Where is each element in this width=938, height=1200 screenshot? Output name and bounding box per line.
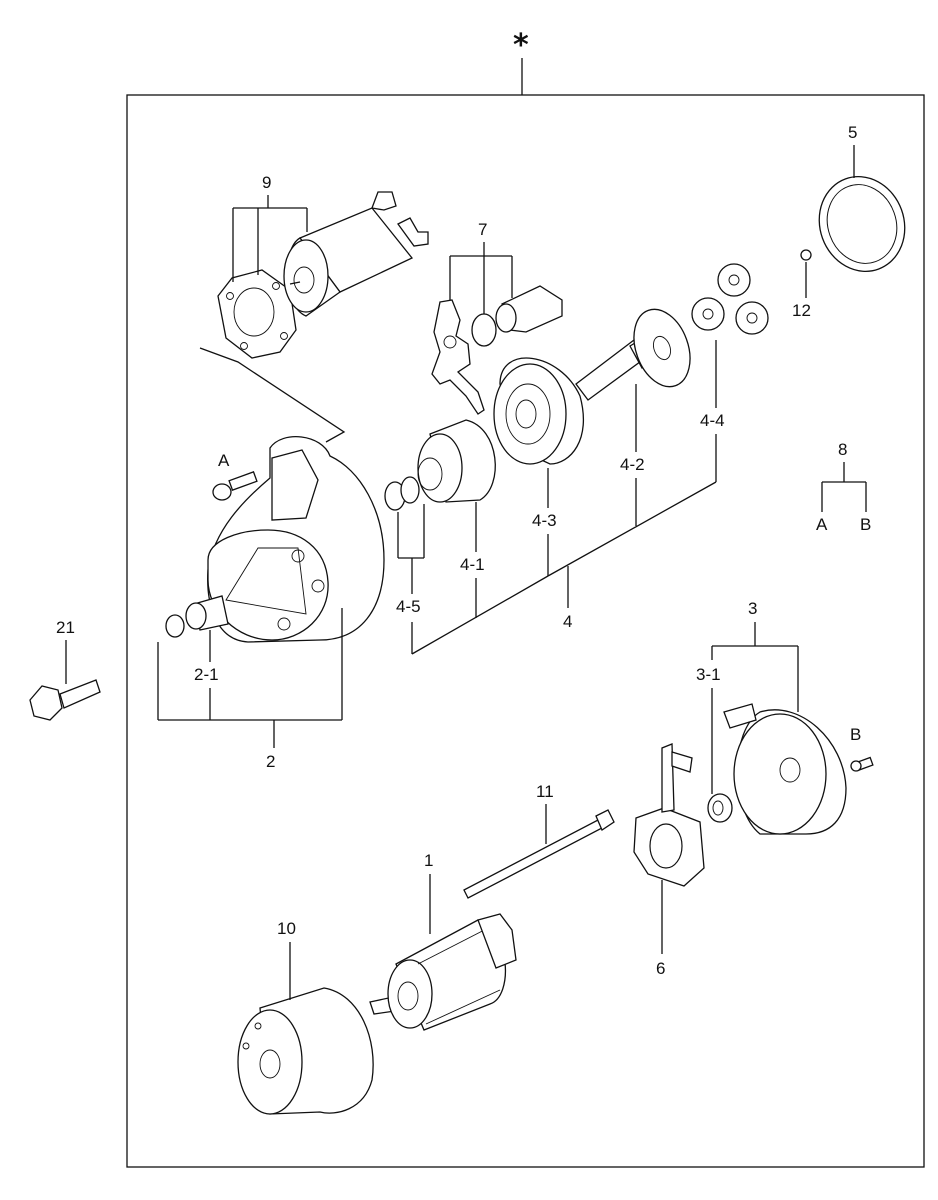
retaining-ring-part-4-5 [384, 476, 420, 511]
callout-8: 8 [838, 440, 847, 459]
screw-a-label: A [218, 451, 230, 470]
callout-7: 7 [478, 220, 487, 239]
callout-1: 1 [424, 851, 433, 870]
leader-9 [232, 195, 308, 282]
leader-7 [449, 242, 513, 314]
callout-21: 21 [56, 618, 75, 637]
screw-a [212, 471, 258, 501]
bushing-part-3-1 [707, 793, 733, 823]
leader-2 [157, 608, 343, 748]
lever-part-7 [431, 285, 563, 415]
callout-11: 11 [536, 782, 554, 801]
brush-holder-part-6 [633, 743, 705, 887]
solenoid-part-9 [217, 191, 429, 359]
callout-8-a: A [816, 515, 828, 534]
through-bolt-part-11 [463, 809, 615, 899]
leader-3 [711, 622, 799, 794]
shaft-part-4-2 [575, 308, 691, 401]
bushing-part-2-1 [165, 595, 229, 638]
internal-gear-part-4-3 [493, 357, 585, 465]
callout-2: 2 [266, 752, 275, 771]
callout-9: 9 [262, 173, 271, 192]
guide-line [199, 347, 346, 443]
callout-8-b: B [860, 515, 871, 534]
pinion-clutch-part-4-1 [417, 419, 496, 503]
callout-4-2: 4-2 [620, 455, 645, 474]
callout-3-1: 3-1 [696, 665, 721, 684]
callout-4-3: 4-3 [532, 511, 557, 530]
assembly-marker: * [513, 28, 529, 63]
callout-4-5: 4-5 [396, 597, 421, 616]
rear-cover-part-3 [723, 703, 847, 835]
callout-10: 10 [277, 919, 296, 938]
ball-part-12 [800, 249, 812, 261]
yoke-part-10 [237, 987, 374, 1115]
leader-4 [397, 340, 717, 655]
callout-4: 4 [563, 612, 572, 631]
leader-8 [821, 462, 867, 512]
assembly-frame [126, 94, 925, 1168]
callout-5: 5 [848, 123, 857, 142]
callout-4-4: 4-4 [700, 411, 725, 430]
screw-b-label: B [850, 725, 861, 744]
callout-4-1: 4-1 [460, 555, 485, 574]
armature-part-1 [369, 913, 517, 1031]
callout-12: 12 [792, 301, 811, 320]
front-housing-part-2 [207, 436, 385, 643]
screw-b [850, 756, 874, 772]
callout-2-1: 2-1 [194, 665, 219, 684]
bolt-part-21 [29, 679, 101, 721]
gears-part-4-4 [691, 263, 769, 335]
ring-part-5 [818, 176, 906, 272]
callout-3: 3 [748, 599, 757, 618]
callout-6: 6 [656, 959, 665, 978]
